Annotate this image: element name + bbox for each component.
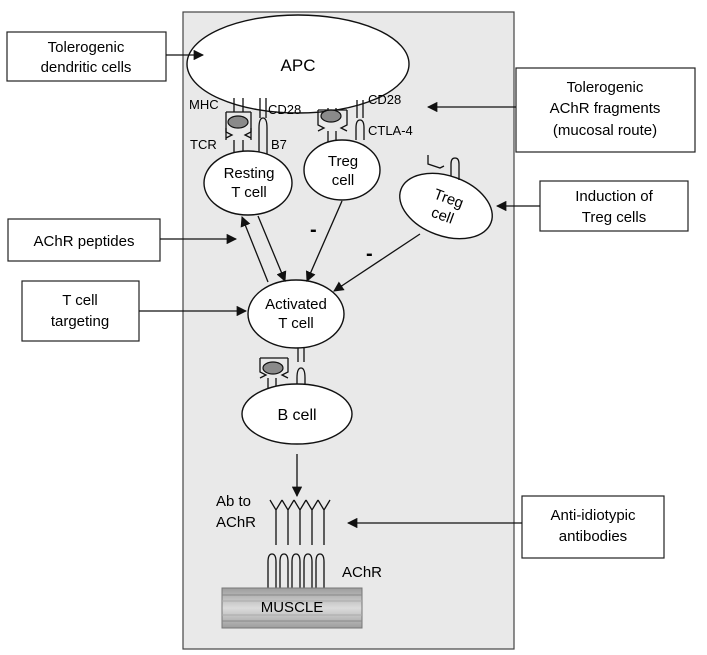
activated-t-cell-label-1: Activated	[265, 296, 327, 313]
treg-induction-label-2: Treg cells	[582, 209, 646, 226]
apc-label: APC	[281, 56, 316, 75]
treg-induction-label-1: Induction of	[575, 188, 653, 205]
cd28-left-label: CD28	[268, 102, 301, 117]
ab-to-achr-label-2: AChR	[216, 514, 256, 531]
b7-cd28-left	[258, 98, 268, 157]
resting-t-cell-label-2: T cell	[231, 184, 267, 201]
achr-peptides-label: AChR peptides	[34, 233, 135, 250]
box-achr-fragments	[515, 67, 696, 153]
achr-fragments-label-1: Tolerogenic	[567, 79, 644, 96]
ctla4-label: CTLA-4	[368, 123, 413, 138]
arrow-treg2-inhibit	[333, 233, 421, 292]
achr-label: AChR	[342, 564, 382, 581]
achr-fragments-label-3: (mucosal route)	[553, 122, 657, 139]
tcr-label: TCR	[190, 137, 217, 152]
box-achr-peptides	[7, 218, 161, 262]
activated-t-b-receptors	[259, 348, 306, 392]
box-anti-idiotypic	[521, 495, 665, 559]
cd28-right-label: CD28	[368, 92, 401, 107]
treg-cell-2	[399, 172, 493, 240]
treg-cell-1	[303, 139, 381, 201]
resting-t-cell	[203, 150, 293, 216]
apc-cell	[186, 14, 410, 114]
antigen-oval-1	[227, 115, 249, 129]
b-cell-label: B cell	[277, 407, 316, 424]
box-t-cell-targeting	[21, 280, 140, 342]
achr-fragments-label-2: AChR fragments	[550, 100, 661, 117]
antigen-oval-3	[262, 361, 284, 375]
treg-cell-1-label-2: cell	[332, 172, 355, 189]
activated-t-cell	[247, 279, 345, 349]
b7-label: B7	[271, 137, 287, 152]
activated-t-cell-label-2: T cell	[278, 315, 314, 332]
treg-cell-2-label-2: cell	[429, 204, 456, 228]
ab-to-achr-label-1: Ab to	[216, 493, 251, 510]
achr-receptors	[267, 553, 325, 588]
resting-t-cell-label-1: Resting	[224, 165, 275, 182]
arrow-resting-to-activated	[257, 215, 287, 282]
mhc-tcr-complex-treg	[317, 108, 348, 145]
mhc-tcr-complex	[225, 98, 252, 157]
treg-cell-1-label-1: Treg	[328, 153, 358, 170]
antigen-oval-2	[320, 109, 342, 123]
b-cell	[241, 383, 353, 445]
inhibition-sign-2: -	[366, 243, 373, 265]
arrow-peptide-to-resting	[240, 216, 269, 283]
box-treg-induction	[539, 180, 689, 232]
anti-idiotypic-label-2: antibodies	[559, 528, 627, 545]
b7-ctla4-right	[355, 100, 365, 140]
muscle-label: MUSCLE	[261, 599, 324, 616]
antibodies-to-achr	[269, 499, 331, 545]
muscle-block	[221, 587, 363, 629]
tolerogenic-dc-label-2: dendritic cells	[41, 59, 132, 76]
anti-idiotypic-label-1: Anti-idiotypic	[550, 507, 636, 524]
tolerogenic-dc-label-1: Tolerogenic	[48, 39, 125, 56]
t-cell-targeting-label-2: targeting	[51, 313, 109, 330]
box-tolerogenic-dc	[6, 31, 167, 82]
treg-cell-2-receptors	[427, 155, 460, 180]
t-cell-targeting-label-1: T cell	[62, 292, 98, 309]
inhibition-sign-1: -	[310, 219, 317, 241]
arrow-treg1-inhibit	[305, 200, 343, 282]
mhc-label: MHC	[189, 97, 219, 112]
